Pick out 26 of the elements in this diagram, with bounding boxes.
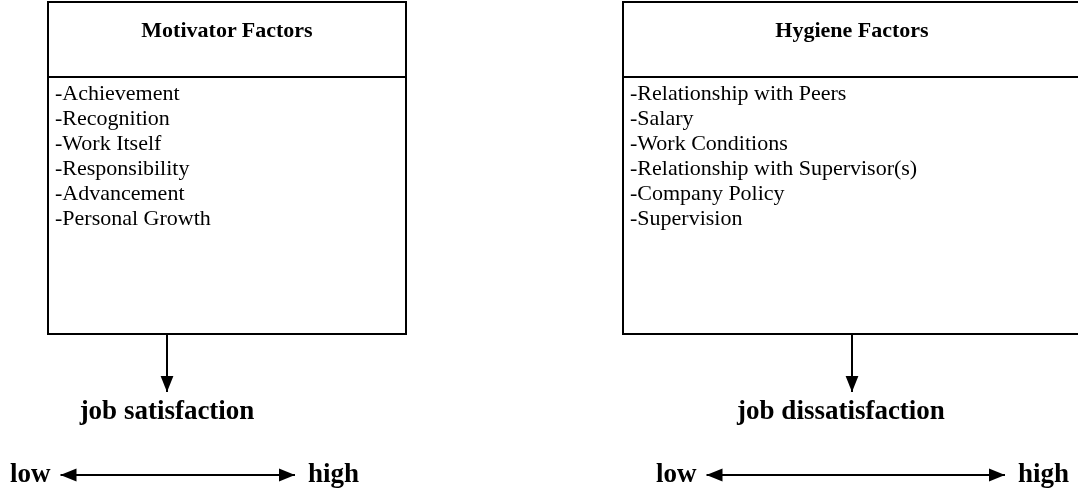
factor-box: [622, 1, 1078, 335]
outcome-label: job dissatisfaction: [737, 395, 945, 425]
factor-box: [47, 1, 407, 335]
scale-label: low: [10, 458, 51, 488]
factor-item: -Personal Growth: [54, 205, 212, 230]
box-heading: Motivator Factors: [49, 3, 405, 78]
double-arrow: [705, 468, 1006, 482]
factor-item: -Supervision: [629, 205, 744, 230]
factor-item: -Recognition: [54, 105, 171, 130]
factor-item: -Work Itself: [54, 130, 163, 155]
factor-item: -Achievement: [54, 80, 181, 105]
factor-item: -Relationship with Peers: [629, 80, 848, 105]
factor-item: -Company Policy: [629, 180, 786, 205]
factor-item: -Salary: [629, 105, 695, 130]
outcome-label: job satisfaction: [79, 395, 255, 425]
scale-label: high: [308, 458, 360, 488]
scale-label: high: [1018, 458, 1070, 488]
factor-item: -Relationship with Supervisor(s): [629, 155, 919, 180]
factor-item: -Responsibility: [54, 155, 191, 180]
scale-label: low: [656, 458, 697, 488]
double-arrow: [59, 468, 296, 482]
arrow: [160, 334, 174, 393]
factor-item: -Work Conditions: [629, 130, 789, 155]
arrow: [845, 334, 859, 393]
factor-item: -Advancement: [54, 180, 186, 205]
box-heading: Hygiene Factors: [624, 3, 1078, 78]
